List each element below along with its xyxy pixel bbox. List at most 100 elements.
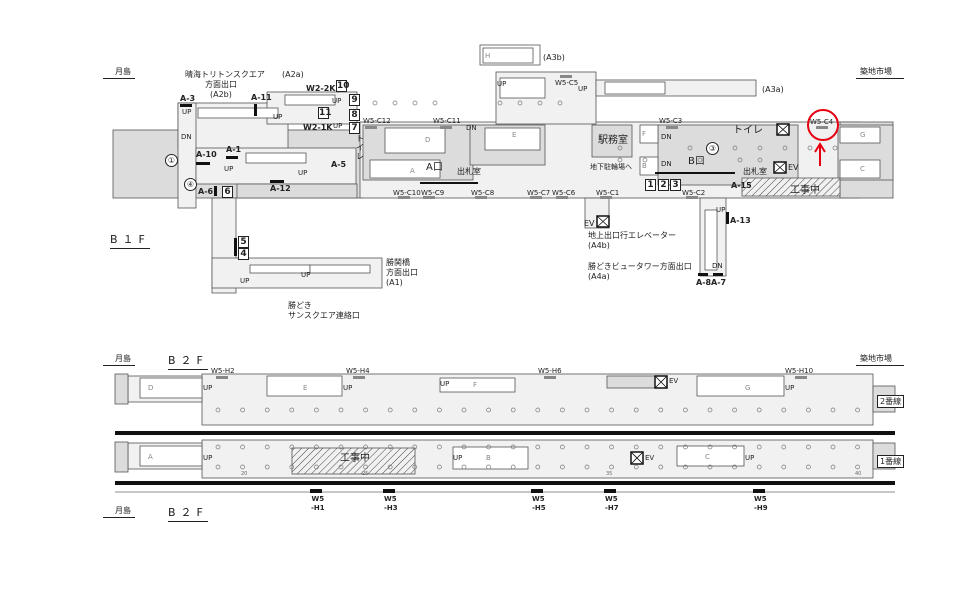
pillar-icon — [314, 407, 319, 413]
pillar-icon — [510, 407, 516, 413]
pillar-icon — [486, 444, 491, 450]
pillar-icon — [461, 444, 467, 450]
pillar-icon — [855, 464, 860, 470]
pillar-sign-code: -H7 — [605, 504, 619, 512]
car-number-35: 35 — [606, 471, 613, 477]
pillar-icon — [486, 407, 491, 413]
circled-number-1: ① — [165, 154, 178, 167]
sign-w5-h2: W5-H2 — [211, 367, 235, 375]
pillar-icon — [807, 145, 813, 151]
b2f-pillar-sign-bars — [310, 489, 765, 493]
exit-number-8: 8 — [349, 109, 360, 121]
stair-id-d: D — [425, 136, 431, 144]
pillar-icon — [363, 464, 368, 470]
pillar-icon — [732, 407, 737, 413]
pillar-icon — [387, 464, 393, 470]
sign-w5-c11: W5-C11 — [433, 117, 461, 125]
ticket-office-b: 出札室 — [743, 167, 767, 176]
pillar-icon — [264, 407, 270, 413]
pillar-icon — [683, 407, 688, 413]
pillar-icon — [240, 407, 245, 413]
stair-id-g: G — [860, 131, 866, 139]
pillar-icon — [707, 407, 713, 413]
pillar-icon — [289, 464, 295, 470]
pillar-icon — [609, 407, 614, 413]
pillar-icon — [560, 464, 565, 470]
circled-number-4: ④ — [184, 178, 197, 191]
construction-area — [741, 177, 841, 197]
sign-w5-h10: W5-H10 — [785, 367, 814, 375]
highlight-circle — [807, 109, 839, 141]
marker-a12: A-12 — [270, 184, 291, 193]
pillar-icon — [363, 444, 368, 450]
b2f-stair-id-f: F — [473, 381, 478, 389]
marker-a15: A-15 — [731, 181, 752, 190]
pillar-icon — [560, 407, 565, 413]
pillar-icon — [633, 444, 639, 450]
exit-a3a-code: (A3a) — [762, 85, 784, 94]
stair-id-e: E — [512, 131, 517, 139]
pillar-icon — [412, 464, 418, 470]
track-2-label: 2番線 — [877, 395, 905, 408]
exit-a2b-code: (A2b) — [210, 90, 232, 99]
marker-a10: A-10 — [196, 150, 217, 159]
up-label: UP — [240, 277, 250, 285]
sign-w5-c12: W5-C12 — [363, 117, 391, 125]
pillar-icon — [372, 100, 378, 106]
sign-w5-c8: W5-C8 — [471, 189, 495, 197]
stair-id-h: H — [485, 52, 491, 60]
pillar-icon — [756, 407, 762, 413]
up-label: UP — [497, 80, 507, 88]
stair-id-c: C — [860, 165, 865, 173]
pillar-icon — [806, 407, 811, 413]
up-label: UP — [578, 85, 588, 93]
exit-number-1: 1 — [645, 179, 656, 191]
pillar-icon — [289, 444, 295, 450]
b2f-direction-tsukishima: 月島 — [103, 353, 135, 366]
sign-w5-h6: W5-H6 — [538, 367, 562, 375]
dn-label: DN — [661, 160, 672, 168]
pillar-icon — [642, 157, 648, 163]
pillar-icon — [215, 444, 221, 450]
pillar-sign-code: -H1 — [311, 504, 325, 512]
exit-a4b-code: (A4b) — [588, 241, 610, 250]
pillar-icon — [215, 407, 221, 413]
bottom-direction-tsukishima: 月島 — [103, 505, 135, 518]
stair-id-b: B — [642, 162, 647, 170]
exit-number-5: 5 — [238, 236, 249, 248]
pillar-icon — [756, 464, 762, 470]
sign-w5-c6: W5-C6 — [552, 189, 576, 197]
pillar-icon — [363, 407, 368, 413]
stair-id-f: F — [642, 130, 647, 138]
b2f-construction-label: 工事中 — [340, 453, 370, 464]
exit-number-9: 9 — [349, 94, 360, 106]
pillar-icon — [617, 145, 623, 151]
pillar-icon — [633, 407, 639, 413]
sign-w5-c9: W5-C9 — [421, 189, 445, 197]
pillar-icon — [338, 464, 344, 470]
pillar-sign-h1: W5-H1 — [311, 495, 325, 513]
marker-a6: A-6 — [198, 187, 214, 196]
pillar-sign-prefix: W5 — [384, 495, 397, 503]
exit-a3b-code: (A3b) — [543, 53, 565, 62]
circled-number-3: ③ — [706, 142, 719, 155]
dn-label: DN — [712, 262, 723, 270]
b2f-ev-label-top: EV — [669, 377, 679, 385]
pillar-icon — [737, 157, 743, 163]
pillar-icon — [707, 464, 713, 470]
up-label: UP — [333, 122, 343, 130]
pillar-icon — [782, 145, 788, 151]
marker-a7: A-7 — [711, 278, 727, 287]
up-label: UP — [716, 206, 726, 214]
pillar-icon — [683, 444, 688, 450]
marker-a8: A-8 — [696, 278, 712, 287]
pillar-icon — [461, 464, 467, 470]
exit-a1-code: (A1) — [386, 278, 403, 287]
pillar-icon — [697, 157, 703, 163]
pillar-icon — [240, 444, 245, 450]
floor-label-b2f: B２F — [168, 352, 208, 370]
bike-parking-label: 地下駐輪場へ — [590, 163, 632, 171]
sign-w5-c7: W5-C7 — [527, 189, 551, 197]
pillar-icon — [658, 464, 664, 470]
pillar-sign-prefix: W5 — [311, 495, 325, 503]
